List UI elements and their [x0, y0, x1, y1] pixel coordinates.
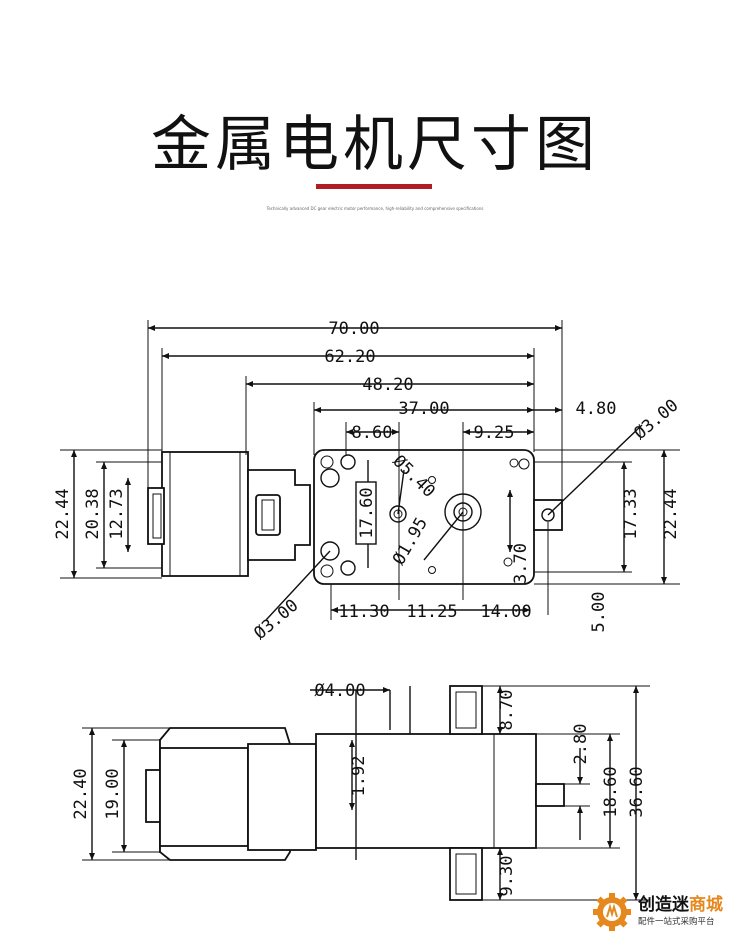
dim-2-8: 2.80: [571, 724, 591, 765]
title-accent-bar: [316, 184, 432, 189]
dim-left-22-44: 22.44: [53, 488, 73, 539]
dim-70: 70.00: [328, 319, 379, 339]
dim-37: 37.00: [398, 399, 449, 419]
motor-can: [161, 451, 249, 577]
dim-5: 5.00: [589, 592, 609, 633]
dim-48-2: 48.20: [362, 375, 413, 395]
dim-dia-3-left: Ø3.00: [250, 596, 302, 644]
gear-logo-icon: [593, 893, 631, 931]
gearbox-body: [313, 449, 535, 585]
dim-14: 14.00: [480, 602, 531, 622]
dim-right-22-44: 22.44: [661, 488, 681, 539]
dim-18-6: 18.60: [601, 766, 621, 817]
dim-1-92: 1.92: [349, 756, 369, 797]
dim-dia-3-tab: Ø3.00: [630, 396, 682, 444]
dim-9-25: 9.25: [474, 423, 515, 443]
dim-9-3: 9.30: [497, 856, 517, 897]
brand-tagline: 配件一站式采购平台: [638, 917, 715, 927]
dim-3-7: 3.70: [511, 543, 531, 584]
side-output-shaft: [535, 783, 565, 807]
dim-11-3: 11.30: [338, 602, 389, 622]
dim-62-2: 62.20: [324, 347, 375, 367]
dim-8-7: 8.70: [497, 690, 517, 731]
dim-left-20-38: 20.38: [83, 488, 103, 539]
page-subtitle: Technically advanced DC gear electric mo…: [266, 206, 484, 211]
dim-side-19: 19.00: [103, 768, 123, 819]
dim-17-6: 17.60: [357, 487, 377, 538]
top-view: 70.00 62.20 48.20 37.00 4.80 8.60 9.25 2…: [53, 319, 682, 644]
dim-11-25: 11.25: [406, 602, 457, 622]
dim-side-22-4: 22.40: [71, 768, 91, 819]
motor-end-cap: [147, 487, 165, 545]
dim-right-17-33: 17.33: [621, 488, 641, 539]
dim-8-6: 8.60: [352, 423, 393, 443]
dim-36-6: 36.60: [627, 766, 647, 817]
brand-logo: 创造迷商城 配件一站式采购平台: [592, 890, 742, 936]
side-view: Ø4.00 1.92 22.40 19.00 8.70 2.80 18.60 3…: [71, 681, 650, 901]
brand-name: 创造迷商城: [638, 890, 723, 915]
brand-name-a: 创造迷: [638, 895, 689, 915]
dim-left-12-73: 12.73: [107, 488, 127, 539]
brand-name-b: 商城: [689, 895, 723, 915]
dim-shaft-dia-4: Ø4.00: [314, 681, 365, 701]
dim-4-8: 4.80: [576, 399, 617, 419]
page-title: 金属电机尺寸图: [151, 110, 599, 180]
